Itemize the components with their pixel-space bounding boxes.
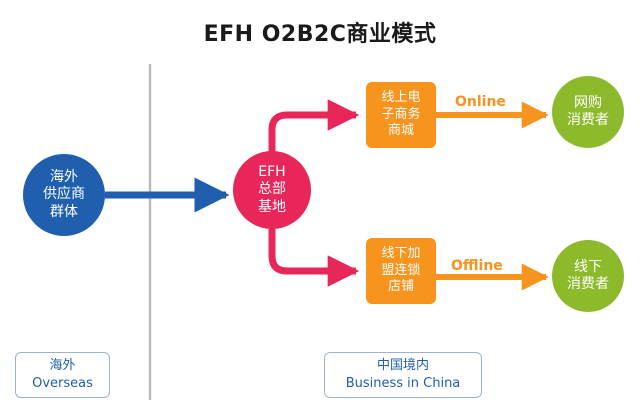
region-china-cn: 中国境内 <box>376 358 429 374</box>
region-overseas-en: Overseas <box>32 376 93 391</box>
region-china-label: 中国境内 Business in China <box>324 352 482 398</box>
online-mall-node: 线上电 子商务 商城 <box>366 82 436 148</box>
region-overseas-cn: 海外 <box>49 358 76 374</box>
overseas-supplier-node: 海外 供应商 群体 <box>23 154 105 236</box>
region-overseas-label: 海外 Overseas <box>15 352 110 398</box>
online-consumer-node: 网购 消费者 <box>552 76 624 148</box>
arrow-base-to-offline <box>268 229 360 287</box>
offline-store-node: 线下加 盟连锁 店铺 <box>366 238 436 304</box>
region-china-en: Business in China <box>345 376 461 391</box>
offline-consumer-node: 线下 消费者 <box>552 240 624 312</box>
offline-channel-label: Offline <box>451 258 503 274</box>
arrow-base-to-online <box>268 99 360 151</box>
efh-headquarters-node: EFH 总部 基地 <box>233 151 311 229</box>
diagram-title: EFH O2B2C商业模式 <box>203 22 437 47</box>
online-channel-label: Online <box>455 94 506 110</box>
